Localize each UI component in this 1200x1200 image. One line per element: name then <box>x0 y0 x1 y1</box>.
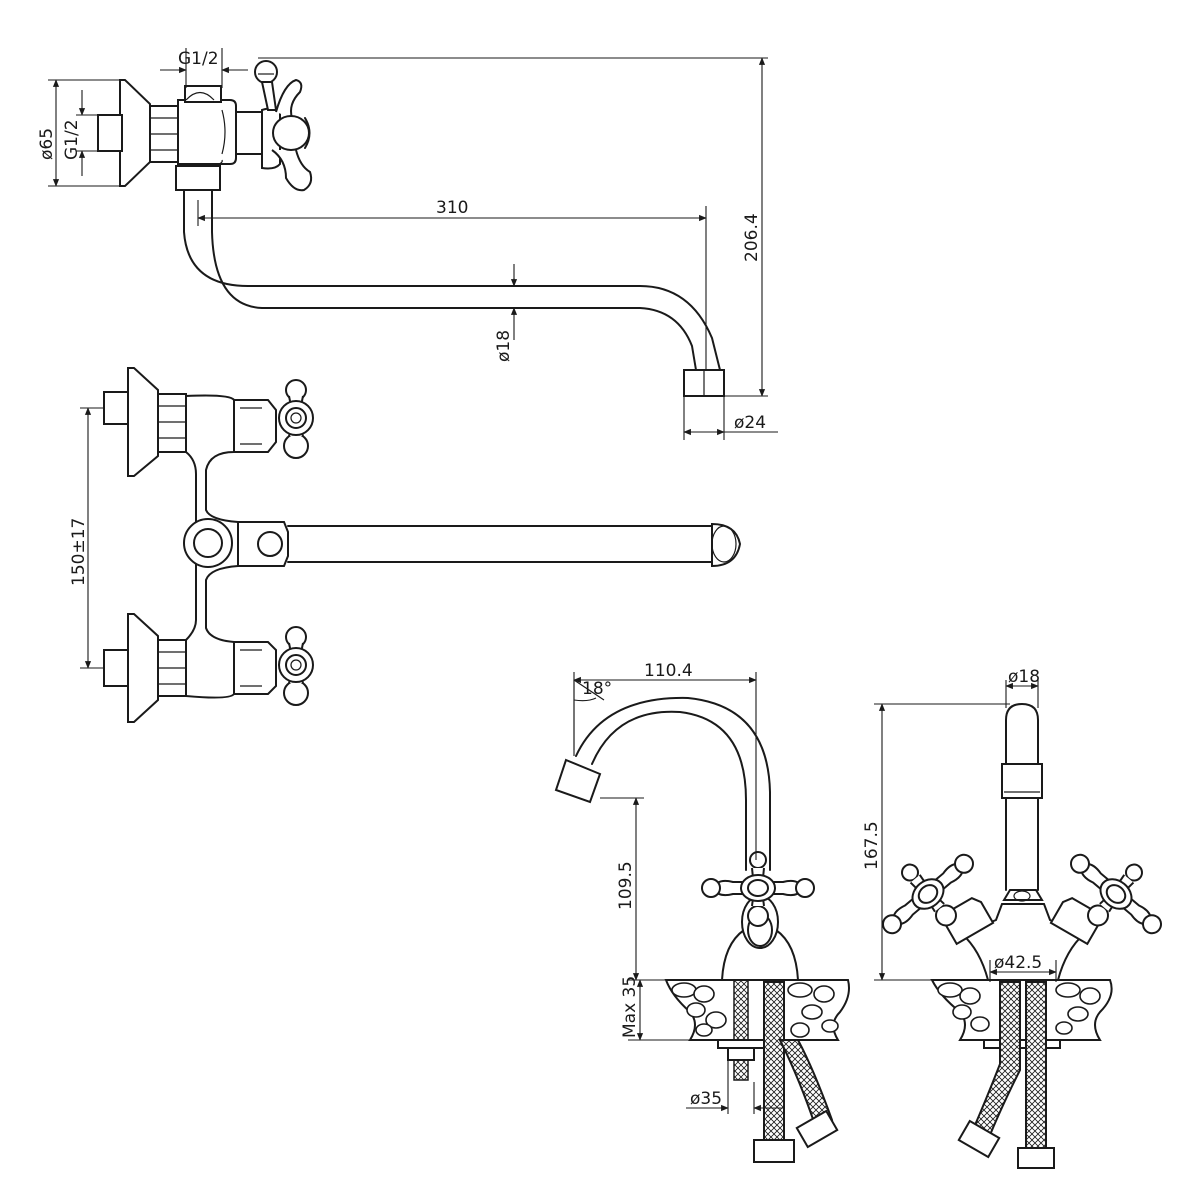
hose-left <box>763 981 785 1141</box>
dim-outlet-height: 109.5 <box>616 861 636 910</box>
wall-mixer-dimensions: G1/2 ø65 G1/2 206.4 310 ø18 ø24 <box>37 48 778 440</box>
dim-total-height-deck: 167.5 <box>862 821 882 870</box>
dim-mount-hole-diameter: ø35 <box>690 1089 722 1109</box>
dim-flange-diameter: ø65 <box>37 128 57 160</box>
deck-spout-aerator <box>554 758 602 804</box>
spout-collar <box>175 165 221 191</box>
front-hose-right <box>1025 981 1047 1149</box>
lower-cross-handle <box>278 626 314 706</box>
dim-inlet-center-distance: 150±17 <box>69 518 89 586</box>
spout-outer <box>183 189 721 371</box>
wall-flange <box>119 79 151 187</box>
lower-flange <box>127 613 159 723</box>
lower-bonnet <box>233 641 277 695</box>
lower-inlet-fitting <box>103 649 129 687</box>
deck-side-dimensions: 110.4 18° 109.5 Max 35 ø35 <box>573 661 784 1114</box>
upper-cross-handle <box>278 379 314 459</box>
dim-spout-top-diameter: ø18 <box>1008 667 1040 687</box>
inlet-distance-dimension: 150±17 <box>69 407 104 669</box>
deck-mixer-front-view <box>860 703 1184 1169</box>
dim-total-height-wall: 206.4 <box>742 213 762 262</box>
dim-spout-angle: 18° <box>582 679 612 699</box>
spout-inner <box>211 189 697 371</box>
deck-spout-inner <box>575 696 771 871</box>
deck-side-handle <box>701 851 815 927</box>
spout-tube-front <box>287 525 717 563</box>
wall-mixer-front-view <box>103 367 742 723</box>
dim-thread-side: G1/2 <box>62 119 82 160</box>
upper-bonnet <box>233 399 277 453</box>
dim-reach-deck: 110.4 <box>644 661 693 681</box>
dim-spout-tube-diameter: ø18 <box>494 330 514 362</box>
top-thread <box>184 85 222 103</box>
dim-base-diameter: ø42.5 <box>994 953 1042 973</box>
countertop-stones <box>671 982 839 1038</box>
valve-body <box>177 99 237 165</box>
countertop-front-stones <box>937 982 1101 1035</box>
upper-inlet-fitting <box>103 391 129 425</box>
deck-spout-outer <box>591 710 747 871</box>
deck-mixer-side-view <box>554 696 850 1163</box>
dim-max-deck-thickness: Max 35 <box>620 976 640 1038</box>
dim-spout-reach-wall: 310 <box>436 198 468 218</box>
wall-mixer-side-view <box>97 60 725 397</box>
wall-fitting <box>97 114 123 152</box>
handle-top-knob <box>254 60 278 84</box>
deck-front-dimensions: ø18 167.5 ø42.5 <box>862 667 1057 982</box>
mounting-stud <box>733 979 749 1081</box>
front-spout <box>1005 703 1039 891</box>
front-aerator <box>1001 763 1043 799</box>
upper-flange <box>127 367 159 477</box>
handle-hub <box>272 115 310 151</box>
dim-spout-end-diameter: ø24 <box>734 413 766 433</box>
dim-thread-top: G1/2 <box>178 49 219 69</box>
